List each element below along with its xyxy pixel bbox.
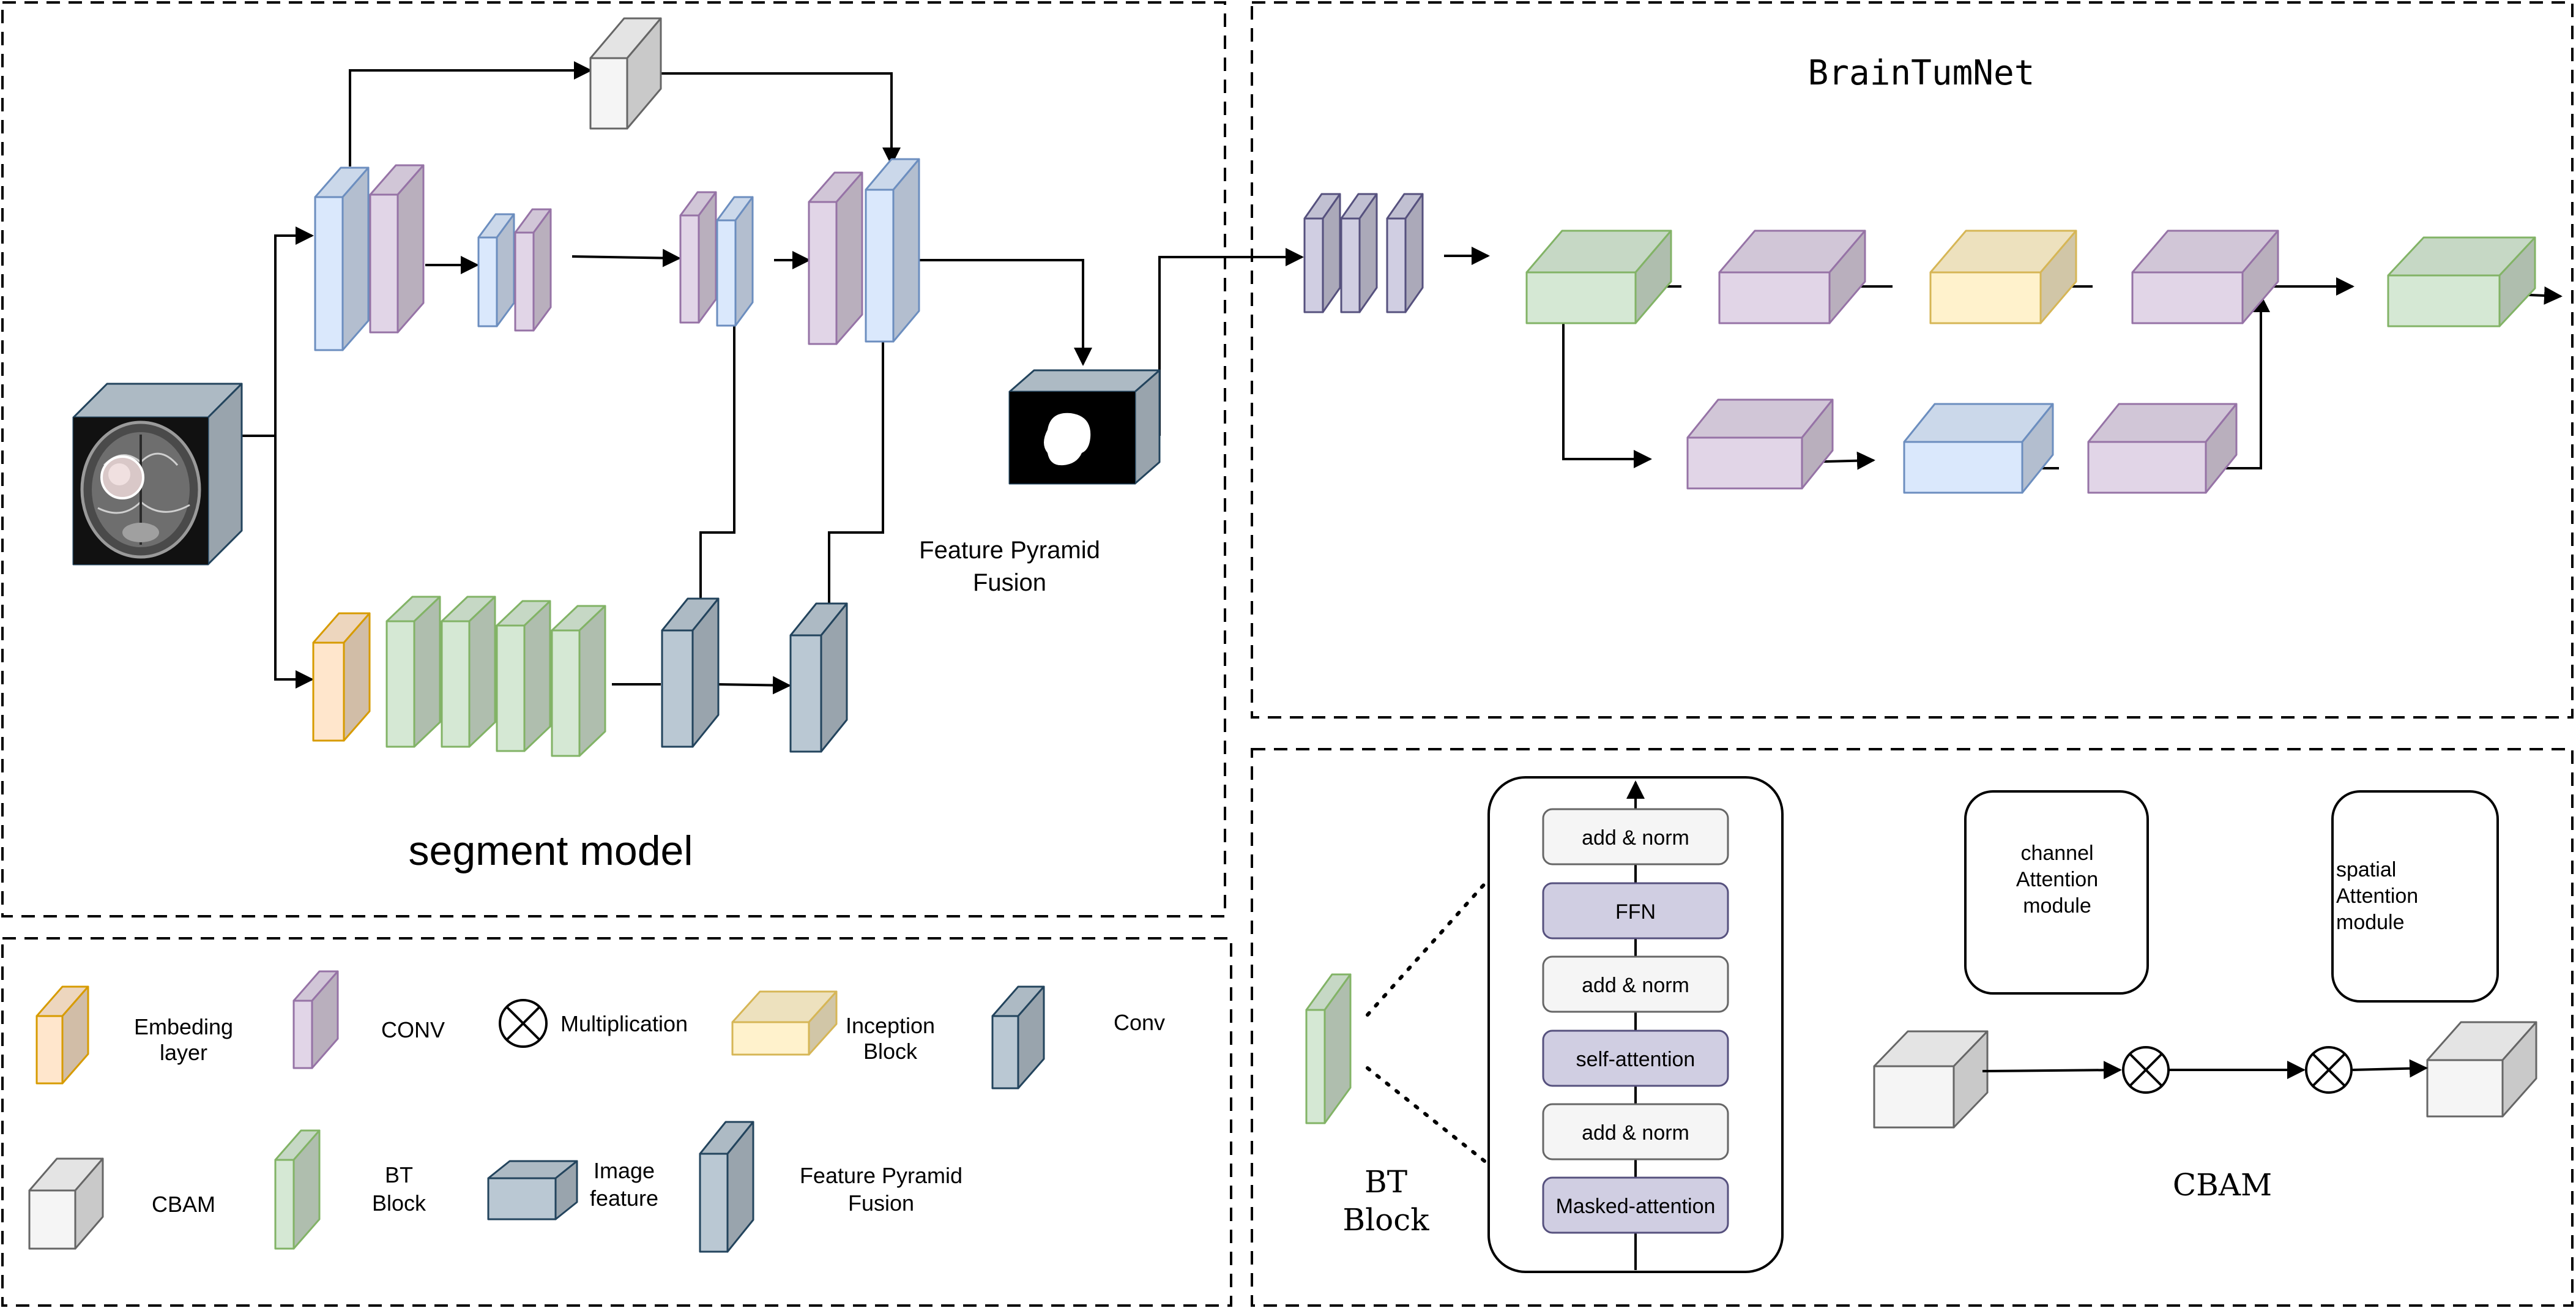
legend-image-feature-line2: feature [590,1186,658,1211]
bt-layer-label: add & norm [1582,974,1689,997]
bt-block-label-line1: BT [1364,1164,1407,1200]
feature-pyramid-fusion-icon [699,1121,754,1253]
bt-block-icon [1305,973,1352,1124]
legend-conv-slate-label: Conv [1114,1010,1165,1035]
channel-attention-line2: Attention [2016,868,2098,891]
legend-bt-line1: BT [385,1162,413,1187]
conv-block [477,213,515,327]
legend-cbam-label: CBAM [152,1192,215,1217]
panel-legend [1,937,1232,1307]
bt-block [551,605,606,757]
segment-connections [239,61,1304,695]
legend-inception-line1: Inception [846,1013,935,1038]
spatial-attention-line3: module [2336,911,2405,934]
bt-layer-box [1542,955,1729,1013]
conv-slate-icon [991,985,1045,1089]
panel-bt-cbam [1251,748,2574,1307]
legend-labels: Embeding layer CONV Multiplication Incep… [134,1010,1165,1217]
embedding-layer-icon [35,985,89,1085]
channel-attention-line3: module [2023,894,2091,917]
conv-block [2131,230,2279,324]
panel-segment-model [1,1,1226,917]
spatial-attention-box [2331,790,2499,1003]
conv-block [808,171,863,345]
multiplication-icon [2305,1046,2353,1094]
conv-block [314,166,370,351]
tumor-mask-icon [1010,392,1135,484]
feature-pyramid-fusion-block [661,597,720,748]
conv-block [2087,403,2238,494]
conv-block [865,158,920,343]
legend-image-feature-line1: Image [594,1158,655,1183]
inception-block [1929,230,2077,324]
fusion-label-line1: Feature Pyramid [919,537,1100,564]
spatial-attention-line1: spatial [2336,858,2396,881]
bt-layer-box [1542,882,1729,940]
bt-layer-label: Masked-attention [1556,1195,1716,1218]
bt-layer-label: self-attention [1576,1048,1696,1071]
legend-fpf-line1: Feature Pyramid [800,1163,962,1188]
legend-embedding-line1: Embeding [134,1014,233,1039]
cbam-detail: channel Attention module spatial Attenti… [1964,790,2499,1203]
conv-block [1718,230,1866,324]
bt-layer-box [1542,1030,1729,1087]
input-stack-block [1386,193,1424,313]
panel-braintumnet [1251,1,2574,719]
feature-pyramid-fusion-block [789,602,848,753]
cbam-icon [28,1157,104,1250]
cbam-output-block [2426,1021,2537,1118]
conv-icon [292,970,339,1069]
bt-layer-box [1542,1176,1729,1234]
conv-block [369,164,425,334]
legend-multiplication-label: Multiplication [560,1011,688,1036]
fusion-label-line2: Fusion [973,569,1046,596]
channel-attention-line1: channel [2020,842,2093,865]
image-feature-icon [487,1160,578,1220]
inception-block-icon [731,990,838,1056]
bt-block [441,596,496,748]
cbam-title: CBAM [2173,1167,2272,1203]
multiplication-icon [2122,1046,2170,1094]
channel-attention-box [1964,790,2149,995]
input-stack-block [1340,193,1378,313]
cbam-block-blue [1903,403,2054,494]
bt-layer-box [1542,808,1729,865]
multiplication-icon [499,999,548,1048]
bt-block [1525,230,1672,324]
conv-block [716,196,754,327]
braintumnet-title: BrainTumNet [1808,53,2035,93]
bt-block-icon [274,1129,321,1250]
legend-fpf-line2: Fusion [848,1190,914,1216]
cbam-input-block [1873,1030,1989,1129]
segment-model-labels: segment model Feature Pyramid Fusion [409,537,1100,874]
bt-layer-box [1542,1103,1729,1160]
input-stack-block [1303,193,1341,313]
bt-layer-label: FFN [1615,900,1656,924]
bt-block [385,596,441,748]
bt-block [496,600,551,752]
legend-embedding-line2: layer [160,1040,207,1065]
segment-model-title: segment model [409,828,693,874]
spatial-attention-line2: Attention [2336,884,2418,908]
bt-block-label-line2: Block [1342,1202,1429,1238]
legend-inception-line2: Block [863,1039,918,1064]
legend-conv-label: CONV [381,1017,445,1042]
bt-layer-label: add & norm [1582,1121,1689,1145]
conv-block [679,191,717,324]
conv-block [1686,398,1834,490]
legend-bt-line2: Block [372,1190,426,1216]
brain-mri-scan-icon [73,417,208,564]
conv-block [514,208,552,332]
cbam-block [589,17,662,130]
bt-block [2387,236,2536,327]
bt-layer-label: add & norm [1582,826,1689,850]
embedding-layer [312,612,371,742]
